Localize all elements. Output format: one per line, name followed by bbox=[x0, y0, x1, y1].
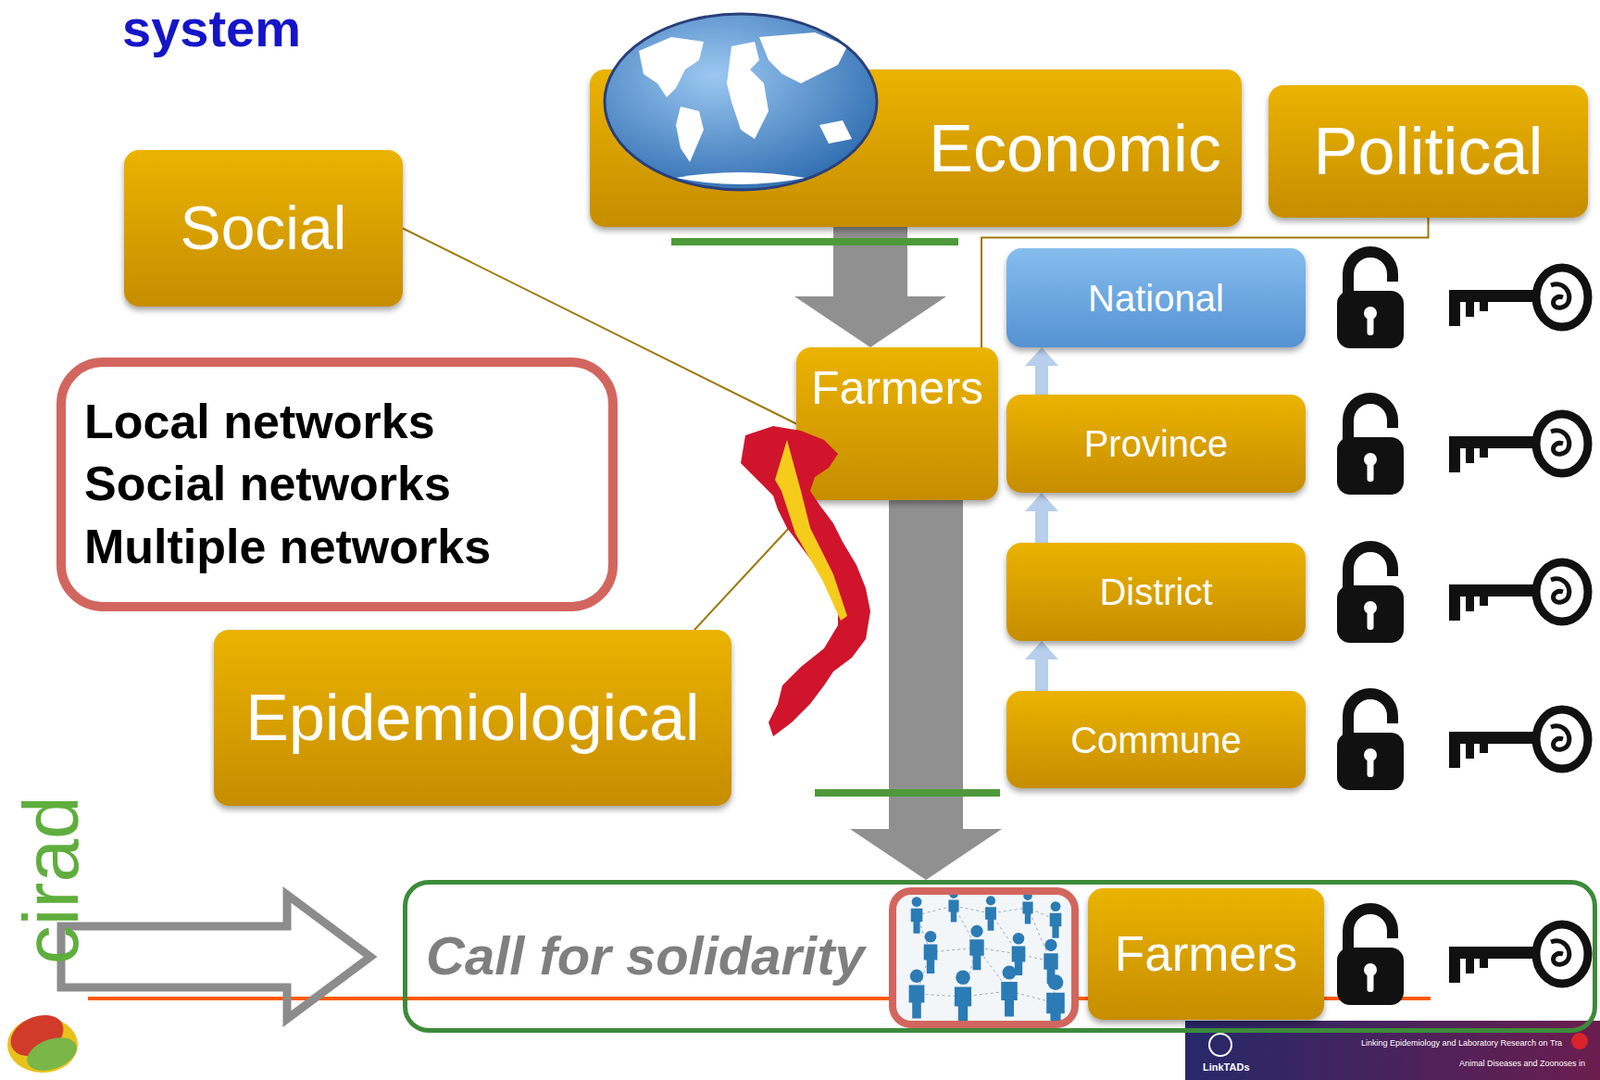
arrow-head bbox=[1025, 492, 1059, 512]
banner-logo bbox=[1571, 1032, 1588, 1050]
connector-line bbox=[981, 217, 1429, 348]
connector bbox=[981, 217, 1429, 348]
arrow-head bbox=[850, 828, 1002, 880]
people-network-picture bbox=[888, 887, 1079, 1028]
node-text: Multiple networks bbox=[84, 515, 491, 579]
node-text: Farmers bbox=[1114, 925, 1298, 983]
connector bbox=[1025, 347, 1059, 395]
banner-text: Animal Diseases and Zoonoses in bbox=[1459, 1059, 1586, 1069]
arrow-head bbox=[794, 296, 947, 348]
node-text: Social bbox=[180, 193, 348, 264]
connector-line bbox=[1035, 658, 1049, 691]
cirad-leaf bbox=[3, 1006, 81, 1076]
arrow-head bbox=[1025, 347, 1059, 366]
node-text: Province bbox=[1084, 422, 1229, 465]
logo-text: cirad bbox=[8, 795, 94, 964]
category-box: Epidemiological bbox=[213, 629, 732, 806]
node-text: Social networks bbox=[84, 452, 451, 516]
banner-logo bbox=[1209, 1033, 1232, 1056]
actor-box: Farmers bbox=[1087, 887, 1325, 1020]
level-box: Province bbox=[1006, 394, 1306, 493]
lock-icons bbox=[1337, 251, 1404, 1005]
node-text: Commune bbox=[1070, 718, 1242, 762]
category-box: Social bbox=[124, 150, 403, 307]
connector bbox=[850, 500, 1002, 880]
connector-line bbox=[888, 500, 963, 830]
barrier-bar bbox=[814, 788, 1000, 797]
node-text: National bbox=[1087, 276, 1225, 320]
connector-line bbox=[402, 228, 797, 425]
banner-text: Linking Epidemiology and Laboratory Rese… bbox=[1361, 1038, 1563, 1049]
category-box: Political bbox=[1268, 85, 1588, 218]
node-text: Epidemiological bbox=[245, 680, 700, 756]
outline-arrow bbox=[61, 894, 371, 1019]
node-text: Local networks bbox=[84, 390, 436, 454]
key-icons bbox=[1449, 267, 1588, 984]
level-box: National bbox=[1006, 248, 1306, 348]
connector bbox=[1025, 640, 1059, 691]
country-map bbox=[736, 425, 875, 741]
category-box: Economic bbox=[589, 69, 1242, 227]
barrier-bar bbox=[671, 237, 959, 246]
logo-text: LinkTADs bbox=[1202, 1061, 1250, 1073]
connector bbox=[402, 228, 797, 425]
node-text: Political bbox=[1312, 112, 1543, 190]
node-text: Call for solidarity bbox=[425, 925, 865, 988]
callout-band: Call for solidarity Farmers bbox=[402, 879, 1598, 1033]
node-text: Economic bbox=[928, 110, 1222, 188]
arrow-head bbox=[1025, 640, 1059, 660]
connector-line bbox=[1035, 364, 1049, 395]
connector-line bbox=[1035, 510, 1049, 543]
network-box: Local networksSocial networksMultiple ne… bbox=[56, 357, 618, 612]
level-box: District bbox=[1006, 542, 1306, 641]
node-text: District bbox=[1099, 570, 1213, 613]
level-box: Commune bbox=[1006, 690, 1306, 788]
node-text: Farmers bbox=[811, 362, 984, 416]
actor-box: Farmers bbox=[796, 347, 999, 500]
globe-picture bbox=[601, 9, 880, 195]
connector bbox=[1025, 492, 1059, 543]
slide-title: system bbox=[122, 0, 301, 58]
connector-line bbox=[833, 226, 908, 298]
